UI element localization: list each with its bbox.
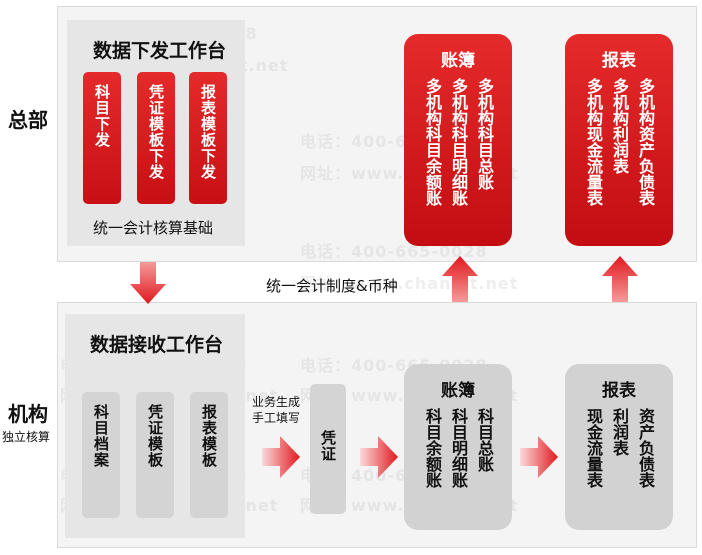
distribute-item-label: 报表模板下发 [199,84,217,180]
receive-item-label: 科目档案 [92,404,110,468]
receive-item-voucher-template: 凭证模板 [136,392,174,518]
branch-ledger-item: 科目总账 [475,408,494,472]
right-arrow-icon [262,436,300,478]
distribute-item-voucher-template: 凭证模板下发 [137,72,175,204]
branch-sublabel: 独立核算 [2,430,51,444]
branch-report-item: 资产负债表 [636,408,655,488]
distribute-item-label: 凭证模板下发 [147,84,165,180]
hq-report-box: 报表 多机构资产负债表 多机构利润表 多机构现金流量表 [565,34,673,246]
branch-ledger-items: 科目总账 科目明细账 科目余额账 [404,408,512,488]
middle-caption: 统一会计制度&币种 [266,277,398,295]
right-arrow-icon [520,436,558,478]
hq-ledger-item: 多机构科目明细账 [449,78,468,206]
distribute-item-label: 科目下发 [93,84,111,148]
hq-report-item: 多机构现金流量表 [584,78,603,206]
up-arrow-icon [442,256,478,302]
hq-label: 总部 [8,108,48,132]
right-arrow-icon [360,436,398,478]
branch-ledger-item: 科目明细账 [449,408,468,488]
hq-ledger-title: 账簿 [441,51,475,71]
branch-label: 机构 [8,402,48,426]
receive-title: 数据接收工作台 [90,334,224,356]
branch-ledger-item: 科目余额账 [423,408,442,488]
hq-ledger-items: 多机构科目总账 多机构科目明细账 多机构科目余额账 [404,78,512,206]
up-arrow-icon [602,256,638,302]
voucher-box: 凭证 [310,384,346,514]
hq-ledger-box: 账簿 多机构科目总账 多机构科目明细账 多机构科目余额账 [404,34,512,246]
source-note-line1: 业务生成 [252,395,301,409]
hq-report-item: 多机构资产负债表 [636,78,655,206]
branch-report-item: 现金流量表 [584,408,603,488]
hq-report-title: 报表 [602,51,636,71]
watermark-phone: 电话：400-665-0028 [300,242,488,261]
branch-report-items: 资产负债表 利润表 现金流量表 [565,408,673,488]
down-arrow-icon [130,262,166,304]
distribute-item-report-template: 报表模板下发 [189,72,227,204]
branch-report-item: 利润表 [610,408,629,456]
branch-report-box: 报表 资产负债表 利润表 现金流量表 [565,364,673,530]
branch-ledger-box: 账簿 科目总账 科目明细账 科目余额账 [404,364,512,530]
hq-report-item: 多机构利润表 [610,78,629,174]
basis-caption: 统一会计核算基础 [93,219,214,237]
voucher-label: 凭证 [319,430,337,462]
receive-item-subject-archive: 科目档案 [82,392,120,518]
branch-ledger-title: 账簿 [441,381,475,401]
receive-item-report-template: 报表模板 [190,392,228,518]
receive-item-label: 报表模板 [200,404,218,468]
branch-report-title: 报表 [602,381,636,401]
receive-item-label: 凭证模板 [146,404,164,468]
distribute-item-subject: 科目下发 [83,72,121,204]
hq-report-items: 多机构资产负债表 多机构利润表 多机构现金流量表 [565,78,673,206]
source-note-line2: 手工填写 [252,411,301,425]
hq-ledger-item: 多机构科目总账 [475,78,494,190]
distribute-title: 数据下发工作台 [93,40,227,62]
hq-ledger-item: 多机构科目余额账 [423,78,442,206]
